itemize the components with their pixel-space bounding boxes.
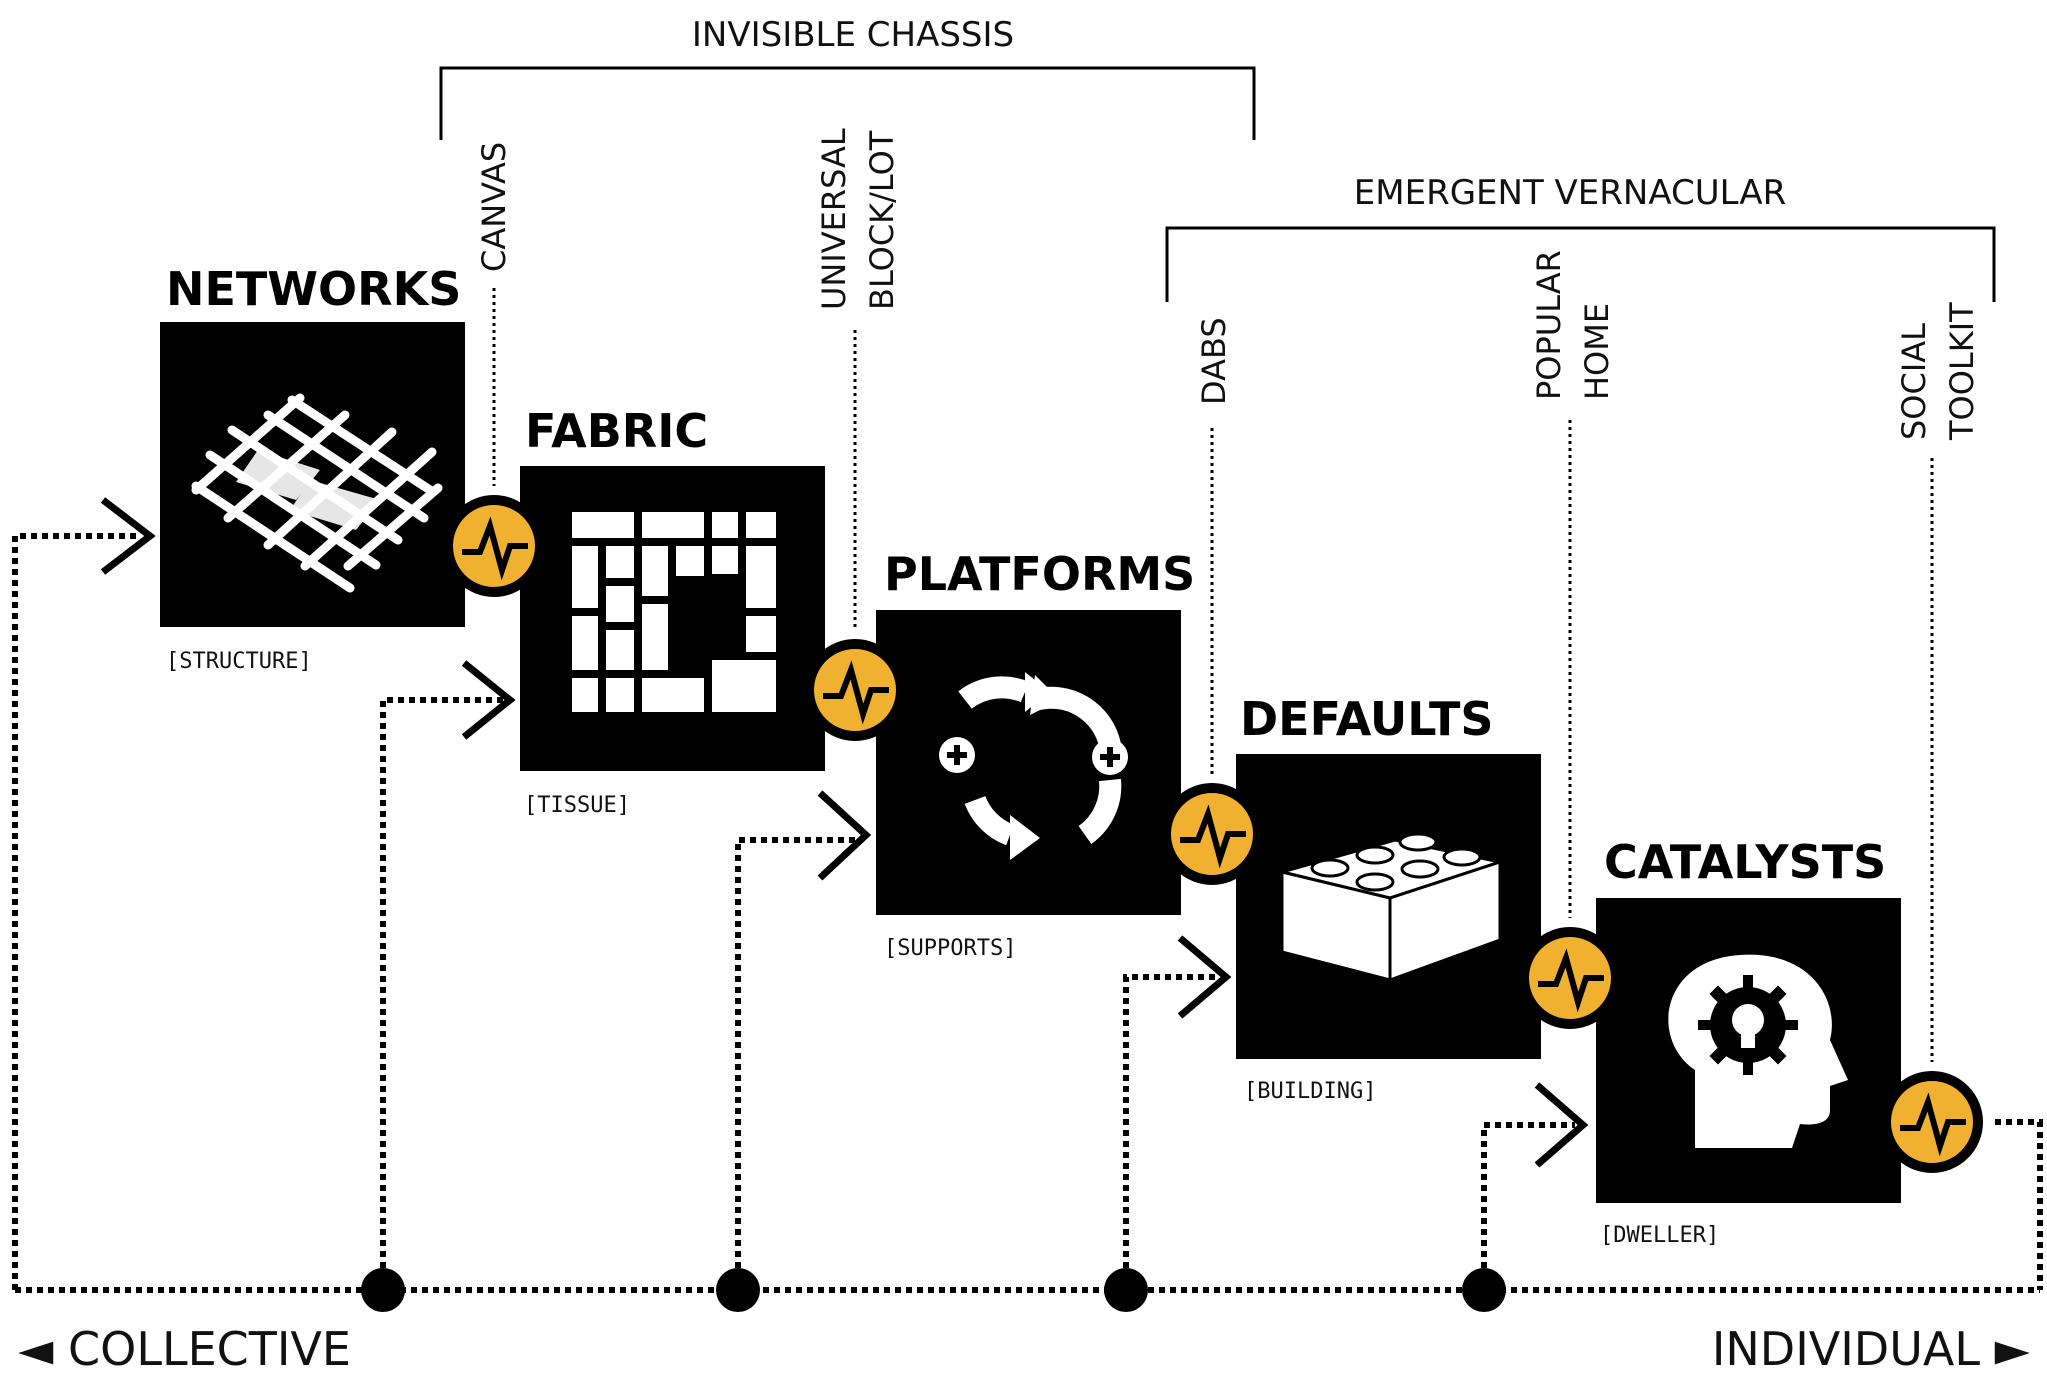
network-plane-icon bbox=[236, 450, 380, 530]
svg-text:UNIVERSAL: UNIVERSAL bbox=[815, 128, 853, 310]
cycle-plus-icon bbox=[939, 672, 1128, 860]
connector-label-social-toolkit: SOCIAL TOOLKIT bbox=[1895, 302, 1981, 1062]
stage-title-fabric: FABRIC bbox=[525, 404, 708, 458]
arrow-icon bbox=[1534, 1082, 1589, 1168]
junction-dot bbox=[1462, 1268, 1506, 1312]
feedback-loop-lines bbox=[12, 533, 2043, 1293]
connector-label-dabs: DABS bbox=[1195, 317, 1233, 775]
pulse-icon bbox=[1881, 1071, 1983, 1173]
stage-sub-platforms: [SUPPORTS] bbox=[884, 936, 1016, 961]
individual-label: INDIVIDUAL ► bbox=[1712, 1322, 2031, 1376]
pulse-icon bbox=[443, 495, 545, 597]
stage-sub-networks: [STRUCTURE] bbox=[166, 649, 312, 674]
pulse-icon bbox=[1519, 927, 1621, 1029]
junction-dot bbox=[1104, 1268, 1148, 1312]
stage-box-platforms bbox=[876, 610, 1181, 915]
stage-sub-catalysts: [DWELLER] bbox=[1600, 1223, 1719, 1248]
emergent-vernacular-bracket: EMERGENT VERNACULAR bbox=[1165, 173, 1996, 302]
stage-networks: NETWORKS [STRUCTURE] bbox=[160, 262, 465, 674]
head-gear-bulb-icon bbox=[1668, 954, 1848, 1148]
stage-title-defaults: DEFAULTS bbox=[1240, 692, 1494, 746]
pulse-icon bbox=[1161, 783, 1263, 885]
connector-label-universal-block-lot: UNIVERSAL BLOCK/LOT bbox=[815, 128, 901, 630]
stage-catalysts: CATALYSTS [DWELLER] bbox=[1596, 835, 1901, 1248]
svg-text:TOOLKIT: TOOLKIT bbox=[1943, 302, 1981, 441]
arrow-icon bbox=[817, 790, 872, 881]
junction-dot bbox=[361, 1268, 405, 1312]
emergent-vernacular-label: EMERGENT VERNACULAR bbox=[1354, 173, 1786, 213]
stage-title-platforms: PLATFORMS bbox=[884, 547, 1195, 601]
stage-sub-defaults: [BUILDING] bbox=[1244, 1079, 1376, 1104]
stage-title-catalysts: CATALYSTS bbox=[1604, 835, 1886, 889]
stage-fabric: FABRIC [TISSUE] bbox=[520, 404, 825, 818]
connector-label-popular-home: POPULAR HOME bbox=[1530, 250, 1616, 918]
svg-text:CANVAS: CANVAS bbox=[475, 142, 513, 272]
collective-label: ◄ COLLECTIVE bbox=[18, 1322, 351, 1376]
arrow-icon bbox=[100, 497, 156, 575]
feedback-junctions bbox=[361, 1268, 1506, 1312]
arrow-icon bbox=[461, 660, 516, 740]
pulse-icon bbox=[804, 639, 906, 741]
connector-label-canvas: CANVAS bbox=[475, 142, 513, 486]
svg-text:BLOCK/LOT: BLOCK/LOT bbox=[863, 130, 901, 310]
stage-platforms: PLATFORMS [SUPPORTS] bbox=[876, 547, 1195, 961]
stage-box-fabric bbox=[520, 466, 825, 771]
svg-text:POPULAR: POPULAR bbox=[1530, 250, 1568, 400]
block-tissue-icon bbox=[572, 512, 776, 712]
invisible-chassis-bracket: INVISIBLE CHASSIS bbox=[439, 15, 1256, 140]
svg-text:DABS: DABS bbox=[1195, 317, 1233, 405]
junction-dot bbox=[716, 1268, 760, 1312]
input-arrows bbox=[100, 497, 1589, 1168]
invisible-chassis-label: INVISIBLE CHASSIS bbox=[692, 15, 1014, 55]
stage-sub-fabric: [TISSUE] bbox=[524, 793, 630, 818]
svg-text:SOCIAL: SOCIAL bbox=[1895, 323, 1933, 440]
pulse-connectors bbox=[443, 495, 1983, 1173]
svg-text:HOME: HOME bbox=[1578, 303, 1616, 400]
arrow-icon bbox=[1177, 935, 1232, 1019]
brick-icon bbox=[1276, 832, 1506, 983]
stage-defaults: DEFAULTS [BUILDING] bbox=[1236, 692, 1541, 1104]
stage-title-networks: NETWORKS bbox=[166, 262, 461, 316]
